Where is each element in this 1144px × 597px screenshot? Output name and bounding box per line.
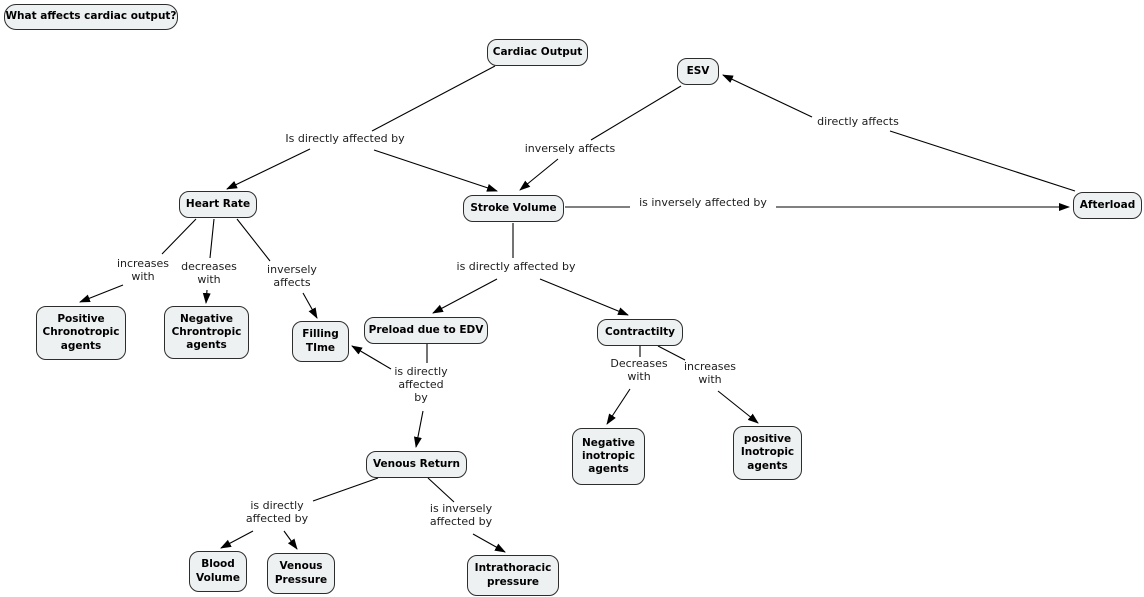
edge-label-afterload-directly-affects[interactable]: directly affects [817,115,899,128]
node-heart-rate[interactable]: Heart Rate [179,191,257,218]
edge-label-co-is-directly-affected-by[interactable]: Is directly affected by [285,132,405,145]
node-preload-due-to-edv[interactable]: Preload due to EDV [364,317,488,344]
node-positive-inotropic-agents[interactable]: positive Inotropic agents [733,426,802,480]
node-positive-chronotropic-agents[interactable]: Positive Chronotropic agents [36,306,126,360]
edge-label-hr-increases-with[interactable]: increases with [116,257,170,283]
question-box[interactable]: What affects cardiac output? [4,4,178,30]
edge-label-hr-inversely-affects[interactable]: inversely affects [267,263,317,289]
node-cardiac-output[interactable]: Cardiac Output [487,39,588,66]
node-afterload[interactable]: Afterload [1073,192,1142,219]
edge-label-esv-inversely-affects[interactable]: inversely affects [524,142,616,155]
edge-label-contractilty-decreases-with[interactable]: Decreases with [610,357,668,383]
edge-label-contractilty-increases-with[interactable]: increases with [683,360,737,386]
node-contractilty[interactable]: Contractilty [597,319,683,346]
node-filling-time[interactable]: Filling TIme [292,321,349,362]
node-blood-volume[interactable]: Blood Volume [189,551,247,592]
node-stroke-volume[interactable]: Stroke Volume [463,195,564,222]
node-negative-inotropic-agents[interactable]: Negative inotropic agents [572,428,645,485]
edge-label-vr-is-inversely-affected-by[interactable]: is inversely affected by [429,502,493,528]
edge-label-hr-decreases-with[interactable]: decreases with [181,260,237,286]
node-venous-pressure[interactable]: Venous Pressure [267,553,335,594]
node-esv[interactable]: ESV [677,58,719,85]
edge-label-sv-is-directly-affected-by[interactable]: is directly affected by [456,260,576,273]
node-intrathoracic-pressure[interactable]: Intrathoracic pressure [467,555,559,596]
node-negative-chrontropic-agents[interactable]: Negative Chrontropic agents [164,306,249,359]
edge-label-sv-is-inversely-affected-by[interactable]: is inversely affected by [639,196,767,209]
node-venous-return[interactable]: Venous Return [366,451,467,478]
edge-label-preload-is-directly-affected-by[interactable]: is directly affected by [394,365,448,404]
edge-label-vr-is-directly-affected-by[interactable]: is directly affected by [245,499,309,525]
